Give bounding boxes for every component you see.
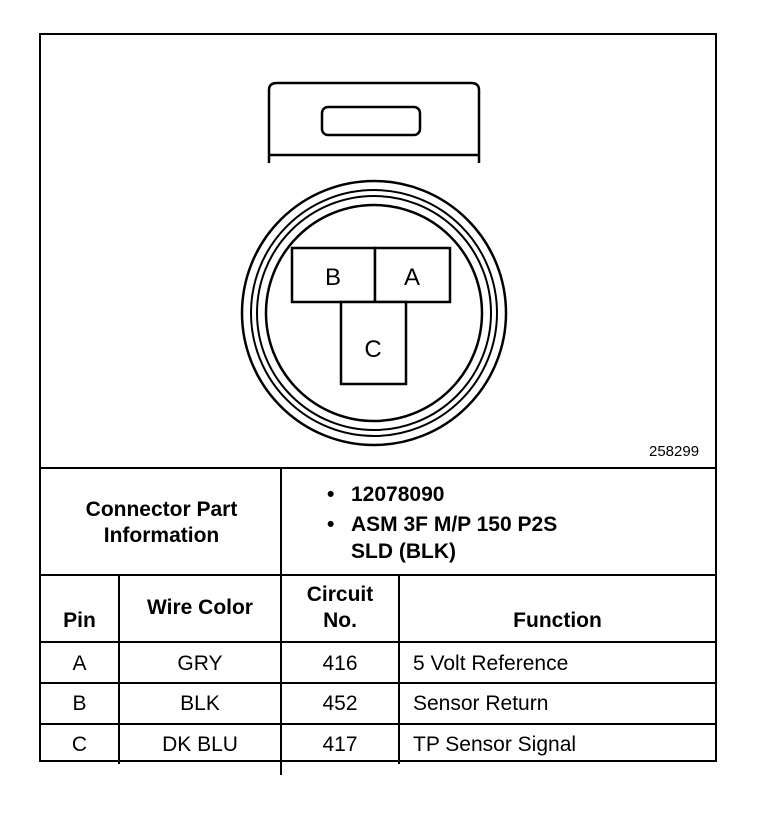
bullet-icon: • (327, 513, 335, 536)
row-circuit: 452 (322, 692, 358, 715)
connector-inner-ring (264, 203, 484, 423)
row-function: 5 Volt Reference (413, 652, 569, 675)
row-function: TP Sensor Signal (413, 733, 577, 756)
bullet-icon: • (327, 483, 335, 506)
part-info-item: • 12078090 (324, 481, 557, 508)
divider-row-b (41, 723, 715, 725)
header-circuit-line1: Circuit (306, 583, 374, 606)
part-number: 12078090 (351, 483, 445, 506)
row-pin: C (71, 733, 88, 756)
row-pin: B (72, 692, 87, 715)
divider-col-3 (398, 574, 400, 764)
pin-c-label: C (364, 336, 381, 363)
part-info-label-line2: Information (103, 524, 220, 547)
part-info-label-line1: Connector Part (85, 498, 238, 521)
row-function: Sensor Return (413, 692, 549, 715)
connector-ring-2 (250, 189, 498, 437)
part-description-line2: SLD (BLK) (351, 540, 456, 563)
connector-face-drawing: B A C (240, 81, 508, 447)
pin-b-cavity (290, 246, 377, 304)
connector-latch-slot (320, 105, 422, 137)
figure-number: 258299 (649, 443, 700, 460)
pin-b-label: B (325, 264, 341, 291)
row-wire-color: DK BLU (162, 733, 238, 756)
divider-diagram (41, 467, 715, 469)
connector-ring-3 (256, 195, 492, 431)
part-info-list: • 12078090 • ASM 3F M/P 150 P2S SLD (BLK… (324, 481, 557, 565)
connector-chart-frame: B A C 258299 Connector Part Information … (39, 33, 717, 775)
connector-diagram: B A C 258299 (41, 35, 715, 467)
header-function: Function (513, 609, 602, 632)
part-description-line1: ASM 3F M/P 150 P2S (351, 513, 558, 536)
row-circuit: 416 (322, 652, 358, 675)
header-circuit-line2: No. (323, 609, 357, 632)
divider-col-1 (118, 574, 120, 764)
pin-a-cavity (373, 246, 452, 304)
part-info-item: • ASM 3F M/P 150 P2S SLD (BLK) (324, 511, 557, 565)
row-wire-color: BLK (180, 692, 220, 715)
row-circuit: 417 (322, 733, 358, 756)
header-pin: Pin (63, 609, 96, 632)
divider-col-2 (280, 467, 282, 775)
divider-header (41, 641, 715, 643)
connector-latch-body (267, 81, 481, 163)
divider-part-info (41, 574, 715, 576)
pin-a-label: A (404, 264, 420, 291)
row-pin: A (72, 652, 87, 675)
header-circuit-no: Circuit No. (282, 582, 398, 634)
part-info-label: Connector Part Information (41, 497, 282, 549)
divider-row-a (41, 682, 715, 684)
row-wire-color: GRY (177, 652, 223, 675)
header-wire-color: Wire Color (147, 596, 253, 619)
pin-c-cavity (339, 300, 408, 386)
